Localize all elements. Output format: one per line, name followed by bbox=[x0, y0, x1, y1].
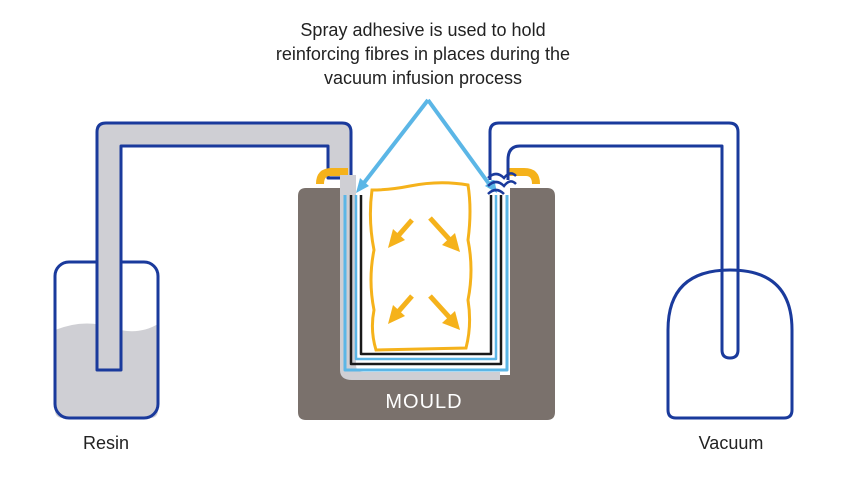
caption: Spray adhesive is used to hold reinforci… bbox=[276, 20, 570, 88]
flow-arrow-bottom-left bbox=[388, 294, 414, 324]
sealant-tape-left bbox=[316, 168, 348, 184]
caption-line-1: Spray adhesive is used to hold bbox=[300, 20, 545, 40]
laminate-layers bbox=[343, 195, 509, 372]
peel-ply-layer bbox=[349, 195, 503, 366]
caption-line-3: vacuum infusion process bbox=[324, 68, 522, 88]
flow-mesh-layer bbox=[354, 195, 498, 361]
pointer-line-right bbox=[426, 98, 494, 190]
caption-pointer bbox=[356, 98, 497, 193]
vacuum-bag-layer bbox=[343, 195, 509, 372]
mould-label: MOULD bbox=[385, 391, 462, 413]
vacuum-connector-coil-2 bbox=[487, 180, 517, 188]
vacuum-connector-coil-3 bbox=[487, 188, 505, 195]
vacuum-label: Vacuum bbox=[699, 433, 764, 453]
vacuum-connector-coil-1 bbox=[487, 172, 517, 180]
pointer-arrowhead-left bbox=[356, 178, 369, 193]
vacuum-hose-body bbox=[488, 121, 740, 360]
release-film-layer bbox=[359, 195, 493, 356]
flow-arrow-top-right bbox=[428, 216, 460, 252]
caption-line-2: reinforcing fibres in places during the bbox=[276, 44, 570, 64]
pointer-line-left bbox=[358, 98, 430, 190]
flow-arrow-top-left bbox=[388, 218, 414, 248]
resin-label: Resin bbox=[83, 433, 129, 453]
vacuum-hose bbox=[487, 121, 740, 360]
resin-flow-arrows bbox=[388, 216, 460, 330]
vacuum-vessel-outline bbox=[666, 268, 794, 420]
flow-arrow-bottom-right bbox=[428, 294, 460, 330]
sealant-tape-right bbox=[508, 168, 540, 184]
